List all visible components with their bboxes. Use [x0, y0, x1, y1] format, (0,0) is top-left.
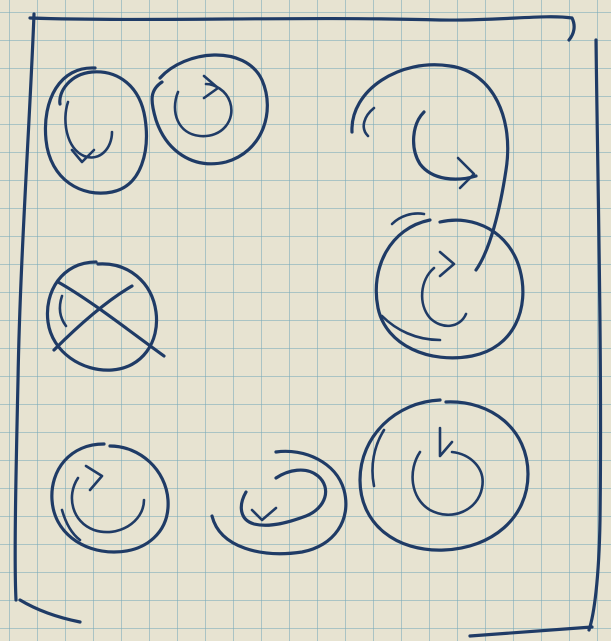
outer-frame: [15, 14, 600, 636]
circle-arrow-icon-1: [45, 68, 146, 193]
circle-arrow-icon-5: [360, 400, 528, 550]
crossed-circle-icon: [47, 262, 164, 370]
open-arrow-icon: [212, 451, 346, 553]
circle-arrow-icon-2: [152, 55, 267, 164]
circle-arrow-icon-3: [376, 213, 523, 357]
spiral-arrow-icon: [352, 65, 508, 270]
circle-arrow-icon-4: [52, 444, 168, 552]
